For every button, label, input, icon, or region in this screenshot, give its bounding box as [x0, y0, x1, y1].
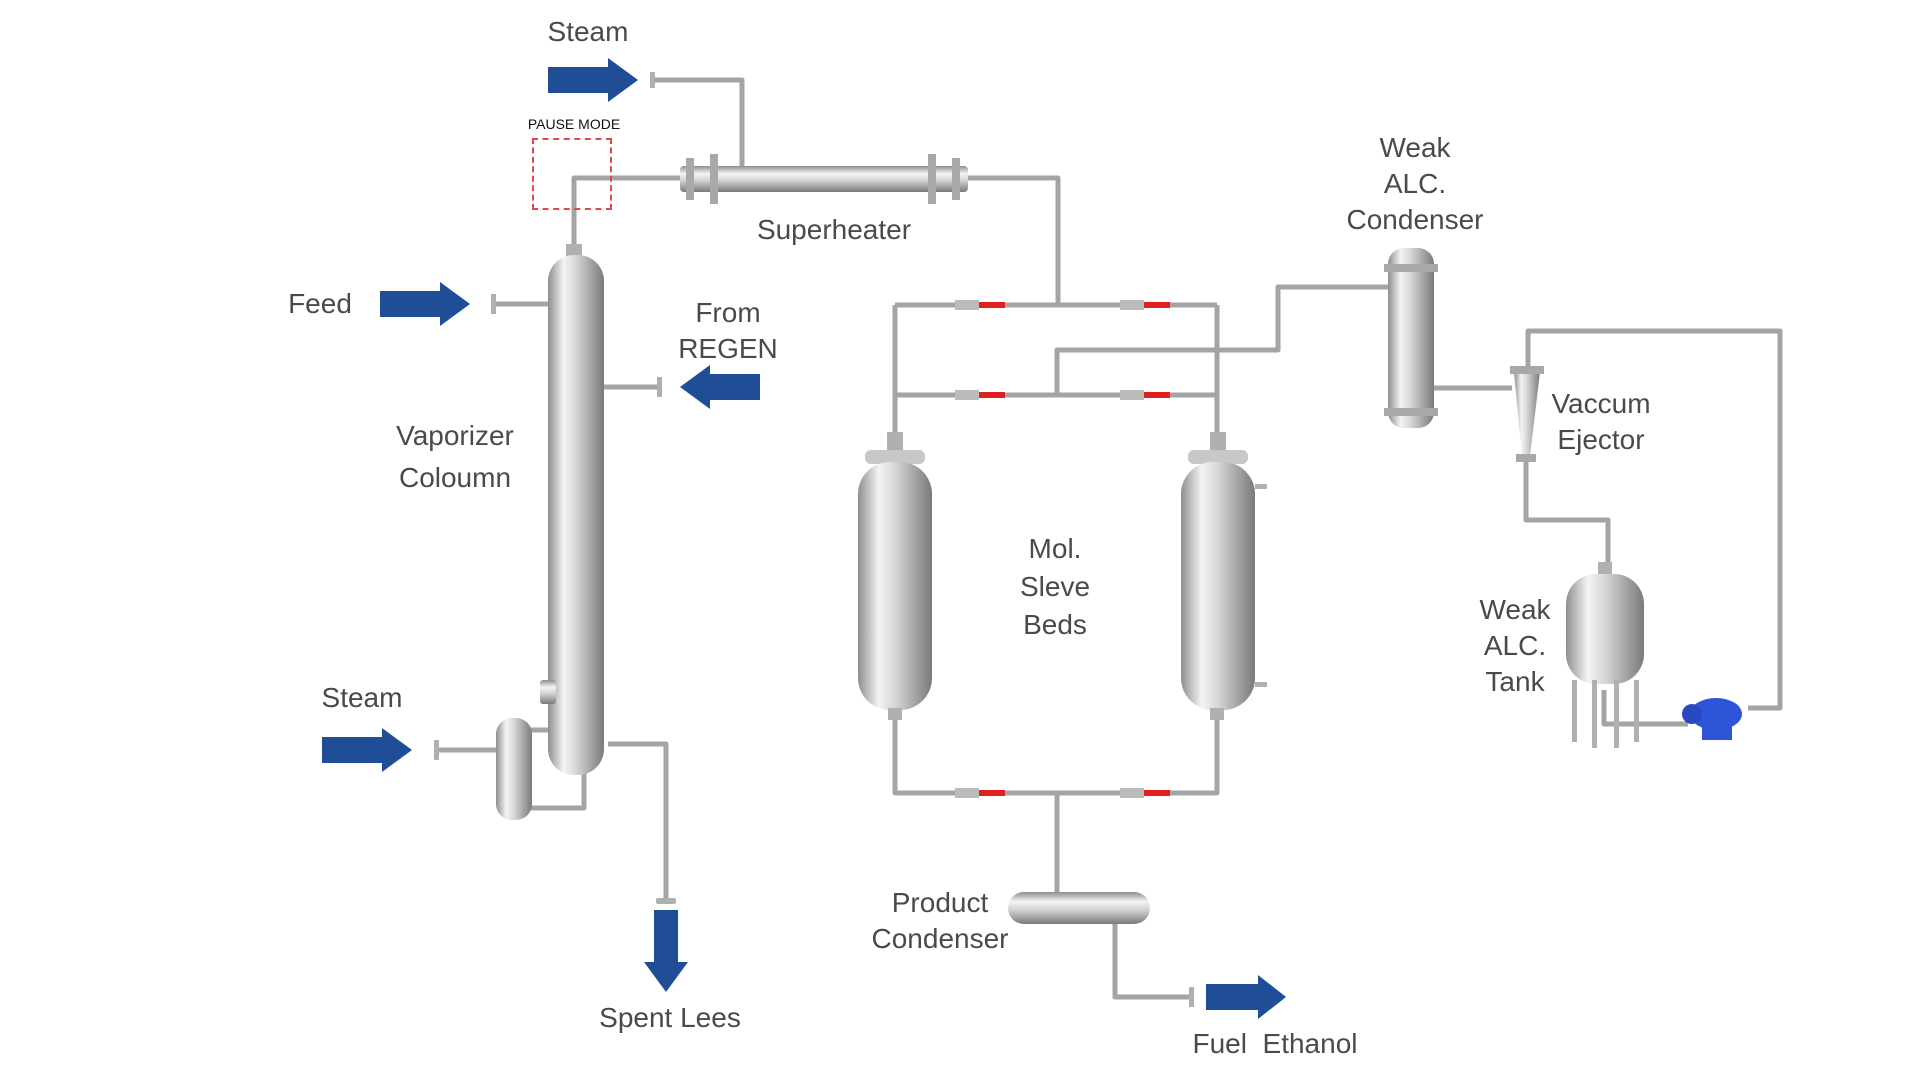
fuel-ethanol-label: Fuel Ethanol: [1192, 1028, 1358, 1059]
vaporizer-column-label: Vaporizer Coloumn: [396, 420, 514, 493]
vacuum-ejector: [1510, 366, 1544, 462]
weak-alc-tank-label: Weak ALC. Tank: [1479, 594, 1551, 697]
valve: [1120, 788, 1170, 798]
superheater-vessel: [680, 154, 968, 204]
weak-alc-condenser-label: Weak ALC. Condenser: [1346, 132, 1484, 235]
piping: [438, 77, 1783, 1000]
weak-alc-condenser-vessel: [1384, 248, 1438, 428]
mol-sieve-beds-label: Mol. Sleve Beds: [1019, 533, 1091, 640]
superheater-label: Superheater: [756, 214, 912, 245]
reboiler-vessel: [496, 718, 532, 820]
valve: [955, 300, 1005, 310]
valve: [1120, 390, 1170, 400]
pipe-flanges: [434, 72, 1194, 1007]
pause-mode-label: PAUSE MODE: [527, 116, 621, 132]
vaporizer-column-vessel: [540, 244, 604, 775]
arrow-down-icon: [644, 910, 688, 992]
arrow-right-icon: [548, 58, 638, 102]
arrow-right-icon: [1206, 975, 1286, 1019]
valves: [955, 300, 1170, 798]
weak-alc-tank-vessel: [1566, 562, 1644, 748]
steam-top-label: Steam: [547, 16, 629, 47]
arrow-left-icon: [680, 365, 760, 409]
vacuum-ejector-label: Vaccum Ejector: [1551, 388, 1651, 455]
pump-icon: [1682, 698, 1742, 740]
arrow-right-icon: [322, 728, 412, 772]
steam-bottom-label: Steam: [321, 682, 403, 713]
spent-lees-label: Spent Lees: [599, 1002, 741, 1033]
mol-sieve-bed-right: [1181, 432, 1267, 720]
valve: [955, 788, 1005, 798]
valve: [955, 390, 1005, 400]
arrow-right-icon: [380, 282, 470, 326]
product-condenser-vessel: [1008, 892, 1150, 924]
pause-mode-box: [532, 138, 612, 210]
feed-label: Feed: [288, 288, 352, 319]
product-condenser-label: Product Condenser: [871, 887, 1009, 954]
flow-arrows: [322, 58, 1286, 1019]
mol-sieve-bed-left: [858, 432, 932, 720]
valve: [1120, 300, 1170, 310]
from-regen-label: From REGEN: [678, 297, 778, 364]
